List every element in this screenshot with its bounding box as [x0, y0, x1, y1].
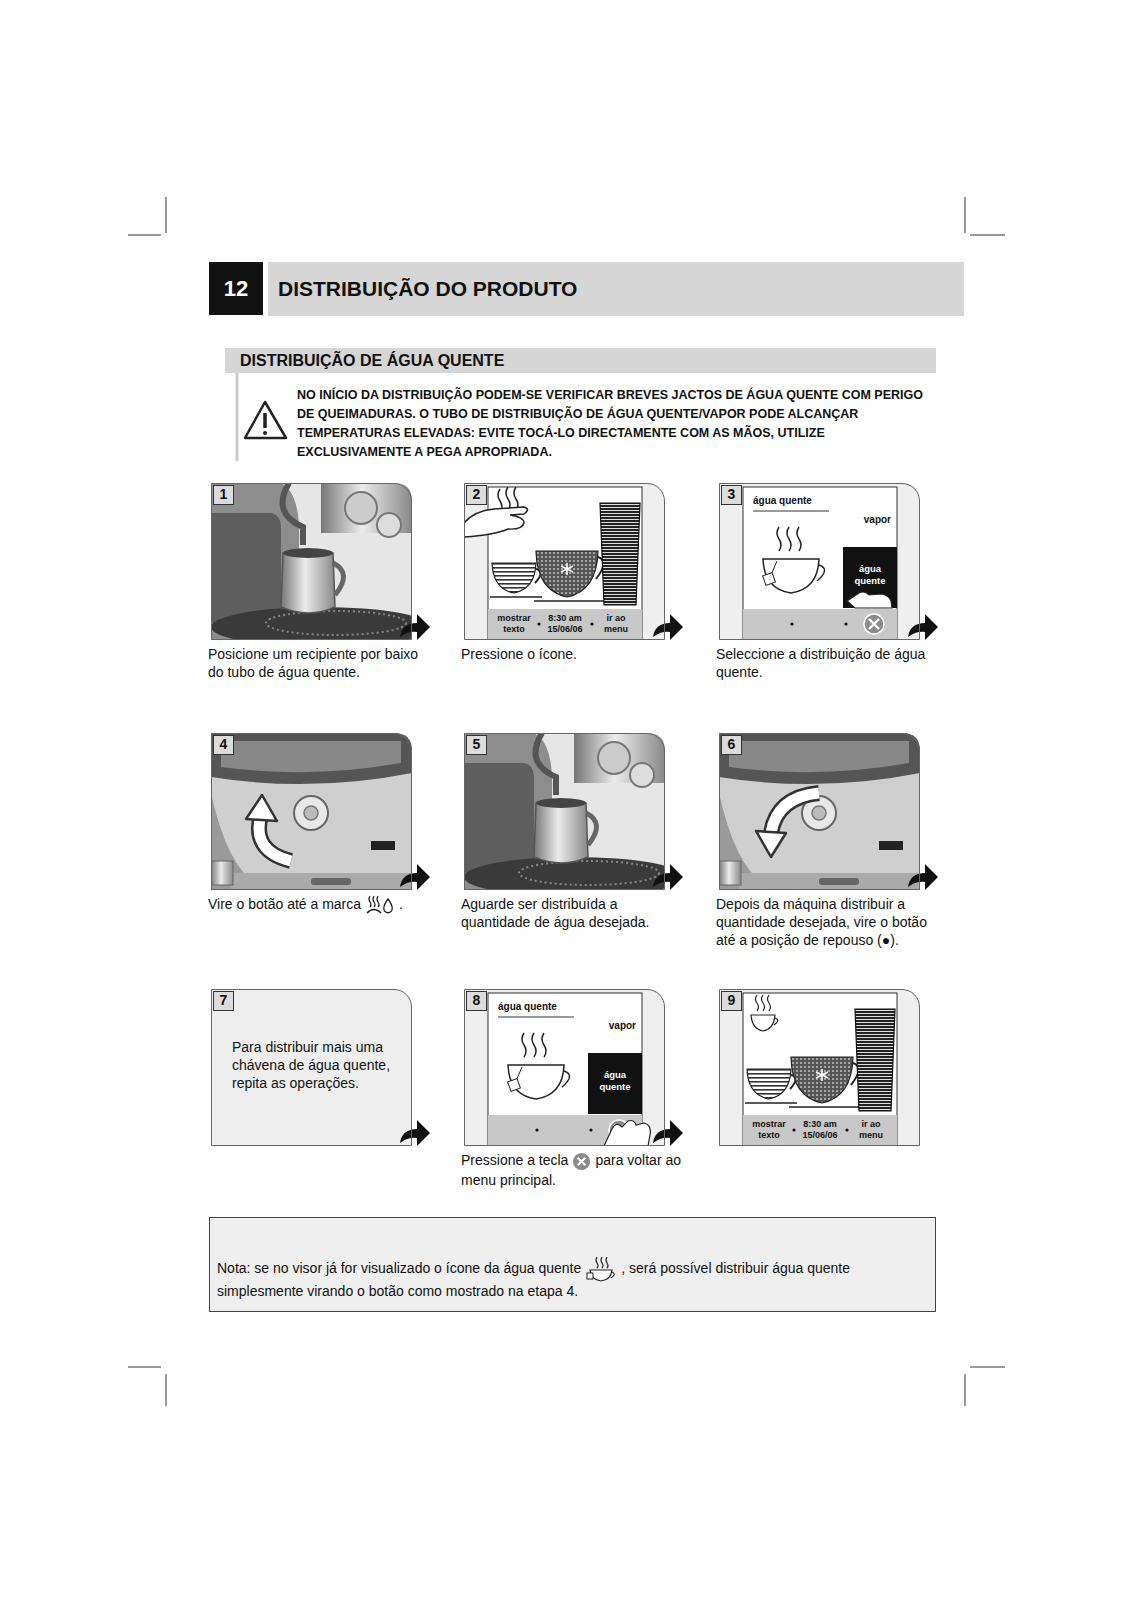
step-illustration — [464, 989, 683, 1146]
cancel-key-icon — [572, 1152, 591, 1171]
step-caption: Pressione o ícone. — [461, 646, 577, 662]
step-number: 3 — [721, 485, 742, 505]
step-illustration — [719, 733, 938, 890]
screen-selected-option: água quente — [588, 1069, 642, 1093]
step-panel: 6Depois da máquina distribuir a quantida… — [719, 733, 920, 890]
step-text: Para distribuir mais uma chávena de água… — [232, 1038, 400, 1092]
icon-shape — [611, 1272, 614, 1278]
step-caption: Posicione um recipiente por baixo do tub… — [208, 646, 418, 680]
warning-symbol — [245, 402, 286, 438]
icon-shape — [587, 1273, 593, 1279]
step-illustration — [719, 989, 920, 1146]
step-caption: Pressione a tecla — [461, 1152, 568, 1168]
step-number: 6 — [721, 735, 742, 755]
step-caption-block: Seleccione a distribuição de água quente… — [716, 645, 936, 681]
screen-option: vapor — [588, 1020, 636, 1032]
step-panel: 1Posicione um recipiente por baixo do tu… — [211, 483, 412, 640]
step-panel: 2Pressione o ícone. — [464, 483, 665, 640]
step-panel: 5Aguarde ser distribuída a quantidade de… — [464, 733, 665, 890]
steam-mark-icon — [365, 895, 395, 915]
step-number: 2 — [466, 485, 487, 505]
note-box: Nota: se no visor já for visualizado o í… — [209, 1217, 936, 1312]
icon-shape — [369, 896, 379, 907]
step-panel: 9 — [719, 989, 920, 1146]
step-number: 4 — [213, 735, 234, 755]
section-heading: DISTRIBUIÇÃO DE ÁGUA QUENTE — [240, 348, 930, 373]
title-bar — [268, 262, 964, 316]
icon-shape — [384, 899, 392, 913]
step-text: Para distribuir mais uma chávena de água… — [232, 1039, 390, 1091]
step-number: 9 — [721, 991, 742, 1011]
step-panel: 4Vire o botão até a marca. — [211, 733, 412, 890]
warning-text: NO INÍCIO DA DISTRIBUIÇÃO PODEM-SE VERIF… — [297, 386, 937, 462]
icon-shape — [573, 1153, 590, 1170]
step-number: 7 — [213, 991, 234, 1011]
screen-softkey: ir ao menu — [595, 613, 637, 635]
page-title: DISTRIBUIÇÃO DO PRODUTO — [278, 262, 577, 316]
step-illustration — [211, 989, 430, 1146]
note-text: Nota: se no visor já for visualizado o í… — [217, 1260, 581, 1276]
hot-water-icon — [585, 1256, 617, 1282]
step-caption-block: Pressione a teclapara voltar ao menu pri… — [461, 1151, 681, 1189]
note-body: Nota: se no visor já for visualizado o í… — [217, 1256, 928, 1301]
step-panel: 3Seleccione a distribuição de água quent… — [719, 483, 920, 640]
step-illustration — [719, 483, 938, 640]
step-panel: 8Pressione a teclapara voltar ao menu pr… — [464, 989, 665, 1146]
screen-softkey: ir ao menu — [850, 1119, 892, 1141]
step-illustration — [464, 733, 684, 897]
crop-marks — [128, 197, 1005, 1406]
step-caption-block: Vire o botão até a marca. — [208, 895, 428, 915]
icon-shape — [578, 1157, 586, 1165]
step-caption: . — [399, 896, 403, 912]
step-caption: Aguarde ser distribuída a quantidade de … — [461, 896, 649, 930]
step-caption: Seleccione a distribuição de água quente… — [716, 646, 925, 680]
screen-option: vapor — [843, 514, 891, 526]
step-illustration — [211, 733, 430, 890]
step-caption-block: Aguarde ser distribuída a quantidade de … — [461, 895, 681, 931]
step-illustration — [464, 483, 683, 640]
step-caption-block: Posicione um recipiente por baixo do tub… — [208, 645, 428, 681]
screen-selected-option: água quente — [843, 563, 897, 587]
step-number: 5 — [466, 735, 487, 755]
screen-heading: água quente — [753, 495, 833, 507]
screen-clock: 8:30 am 15/06/06 — [796, 1119, 844, 1141]
warning-rule — [236, 373, 239, 461]
screen-softkey: mostrar texto — [491, 613, 537, 635]
subheading-bar — [225, 348, 936, 373]
chapter-number: 12 — [209, 262, 263, 315]
step-number: 8 — [466, 991, 487, 1011]
screen-heading: água quente — [498, 1001, 578, 1013]
step-panel: 7Para distribuir mais uma chávena de águ… — [211, 989, 412, 1146]
icon-shape — [367, 910, 381, 914]
step-caption: Depois da máquina distribuir a quantidad… — [716, 896, 927, 948]
step-caption-block: Pressione o ícone. — [461, 645, 681, 663]
screen-softkey: mostrar texto — [746, 1119, 792, 1141]
step-illustration — [211, 483, 431, 647]
step-number: 1 — [213, 485, 234, 505]
icon-shape — [596, 1257, 608, 1268]
screen-clock: 8:30 am 15/06/06 — [541, 613, 589, 635]
step-caption-block: Depois da máquina distribuir a quantidad… — [716, 895, 936, 949]
step-caption: Vire o botão até a marca — [208, 896, 361, 912]
